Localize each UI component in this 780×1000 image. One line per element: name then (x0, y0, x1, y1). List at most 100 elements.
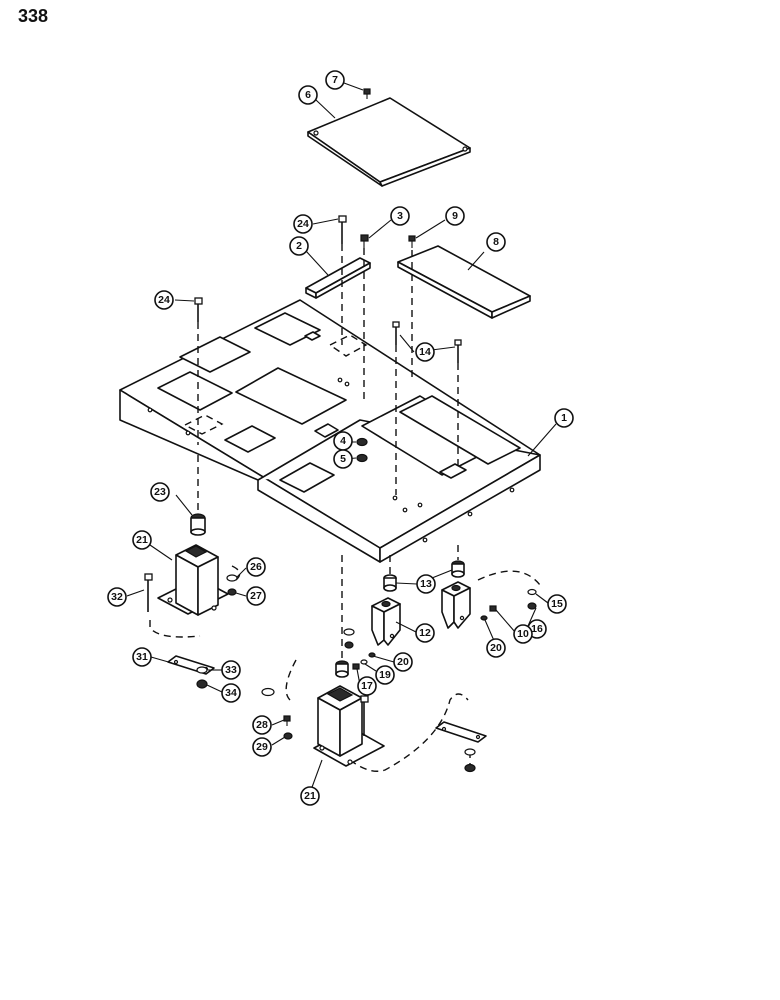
engine-mount-part-21-lower (313, 685, 385, 767)
svg-text:17: 17 (361, 680, 373, 692)
callout-1: 1 (554, 408, 574, 428)
svg-text:19: 19 (379, 669, 391, 681)
washer-part-15 (527, 588, 537, 596)
callout-3: 3 (390, 206, 410, 226)
callout-27: 27 (246, 586, 266, 606)
rubber-mount-part-13-b (451, 560, 465, 578)
callout-8: 8 (486, 232, 506, 252)
washer-lower-left (261, 687, 275, 697)
callout-9: 9 (445, 206, 465, 226)
bracket-part-2 (305, 257, 371, 299)
bolt-part-24-upper (338, 215, 347, 244)
callout-17: 17 (357, 676, 377, 696)
svg-text:32: 32 (111, 591, 123, 603)
bolt-part-24-left (194, 297, 203, 322)
rubber-mount-part-13-a (383, 574, 397, 592)
svg-text:3: 3 (397, 210, 403, 222)
callout-7: 7 (325, 70, 345, 90)
bolt-lower-mount (360, 695, 369, 736)
bracket-part-12-right (441, 581, 471, 629)
svg-text:13: 13 (420, 578, 432, 590)
svg-text:29: 29 (256, 741, 268, 753)
bolt-part-28 (283, 715, 291, 726)
washer-part-19 (360, 659, 368, 665)
assembly-lines (149, 244, 541, 772)
plate-part-8 (397, 245, 531, 319)
svg-text:4: 4 (340, 435, 346, 447)
nut-part-16 (527, 602, 537, 610)
washer-part-4 (356, 437, 368, 447)
svg-text:20: 20 (490, 642, 502, 654)
nut-part-34 (196, 679, 208, 689)
cover-plate-part-6 (307, 97, 471, 187)
callout-26: 26 (246, 557, 266, 577)
callout-29: 29 (252, 737, 272, 757)
nut-lower-right (464, 763, 476, 773)
svg-text:9: 9 (452, 210, 458, 222)
callout-20-left: 20 (393, 652, 413, 672)
callout-15: 15 (547, 594, 567, 614)
svg-text:16: 16 (531, 623, 543, 635)
callout-12: 12 (415, 623, 435, 643)
svg-text:20: 20 (397, 656, 409, 668)
bolt-part-32 (144, 573, 153, 612)
platform-part-1 (119, 299, 541, 563)
callout-4: 4 (333, 431, 353, 451)
svg-text:2: 2 (296, 240, 302, 252)
svg-text:27: 27 (250, 590, 262, 602)
callout-14: 14 (415, 342, 435, 362)
callout-31: 31 (132, 647, 152, 667)
nut-part-left-lower (344, 641, 354, 649)
callout-23: 23 (150, 482, 170, 502)
callout-19: 19 (375, 665, 395, 685)
svg-text:6: 6 (305, 89, 311, 101)
svg-text:1: 1 (561, 412, 567, 424)
callout-21-upper: 21 (132, 530, 152, 550)
svg-text:10: 10 (517, 628, 529, 640)
strap-lower-right (435, 721, 487, 743)
callout-13: 13 (416, 574, 436, 594)
callout-2: 2 (289, 236, 309, 256)
page-number: 338 (18, 6, 49, 26)
rubber-mount-part-23 (190, 513, 206, 536)
svg-text:33: 33 (225, 664, 237, 676)
svg-text:26: 26 (250, 561, 262, 573)
callout-34: 34 (221, 683, 241, 703)
callout-18: 10 (513, 624, 533, 644)
svg-text:31: 31 (136, 651, 148, 663)
callout-24-upper: 24 (293, 214, 313, 234)
washer-lower-right (464, 748, 476, 756)
washer-part-20-right (480, 615, 488, 621)
svg-text:7: 7 (332, 74, 338, 86)
bolt-part-14-a (392, 321, 400, 345)
bolt-part-9 (408, 235, 416, 248)
callout-33: 33 (221, 660, 241, 680)
washer-part-left-lower (343, 628, 355, 636)
callout-20-right: 20 (486, 638, 506, 658)
bolt-part-14-b (454, 339, 462, 363)
engine-mount-part-21-upper (157, 544, 229, 616)
bracket-part-12-left (371, 597, 401, 646)
svg-text:21: 21 (136, 534, 148, 546)
svg-text:24: 24 (158, 294, 170, 306)
svg-text:5: 5 (340, 453, 346, 465)
callout-21-lower: 21 (300, 786, 320, 806)
nut-part-5 (356, 453, 368, 463)
callout-28: 28 (252, 715, 272, 735)
svg-text:15: 15 (551, 598, 563, 610)
bolt-part-18 (489, 605, 497, 612)
nut-part-27 (227, 588, 237, 596)
callout-5: 5 (333, 449, 353, 469)
callout-24-left: 24 (154, 290, 174, 310)
washer-part-33 (196, 666, 208, 674)
rubber-mount-lower (335, 660, 349, 678)
svg-text:28: 28 (256, 719, 268, 731)
callout-6: 6 (298, 85, 318, 105)
bolt-part-7 (363, 88, 371, 99)
bolt-part-17 (352, 663, 360, 670)
svg-text:23: 23 (154, 486, 166, 498)
svg-text:14: 14 (419, 346, 431, 358)
svg-text:12: 12 (419, 627, 431, 639)
bolt-part-3 (360, 234, 369, 248)
